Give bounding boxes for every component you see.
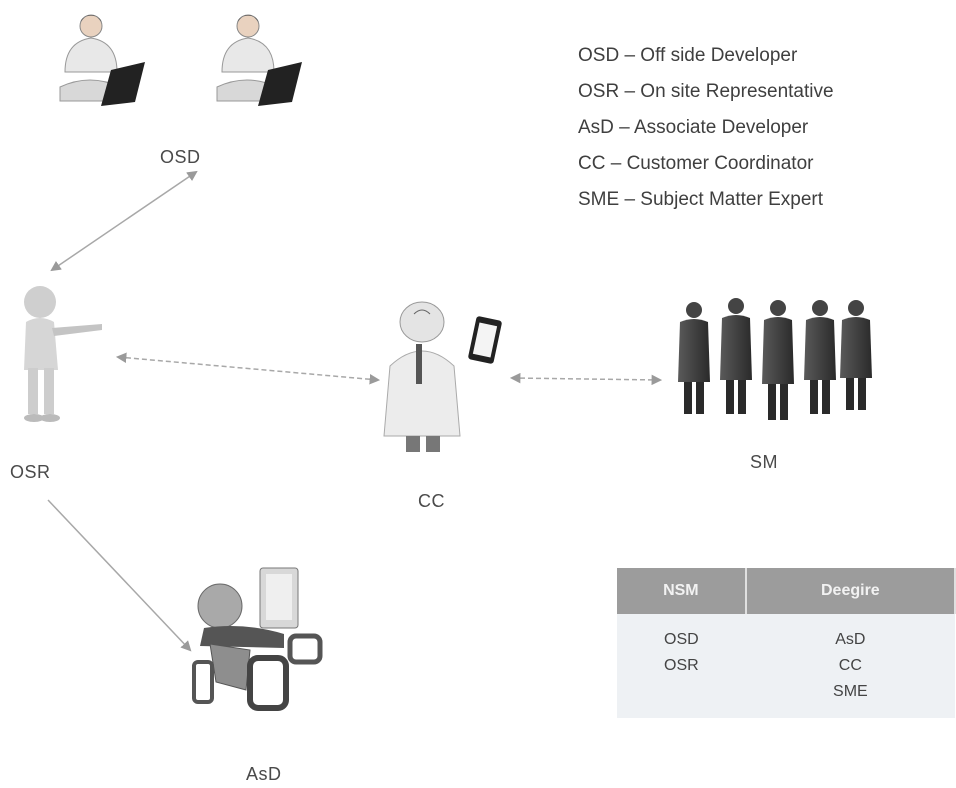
table-cell: OSR <box>617 653 746 679</box>
arrow-osr-osd <box>50 170 198 272</box>
coordinator-clipboard-icon <box>383 301 502 452</box>
legend-item: SME – Subject Matter Expert <box>578 189 823 210</box>
table-cell: OSD <box>617 614 746 653</box>
arrow-osr-asd <box>47 499 192 652</box>
table-header: Deegire <box>745 568 956 614</box>
node-label-sm: SM <box>750 452 778 472</box>
arrow-osr-cc <box>115 352 381 385</box>
table-header-row: NSM Deegire <box>617 568 956 614</box>
developer-laptop-icon <box>59 14 145 106</box>
abbreviation-legend: OSD – Off side Developer OSR – On site R… <box>578 38 956 218</box>
table-cell: AsD <box>745 614 955 653</box>
arrow-cc-sm <box>509 372 663 386</box>
legend-item: OSR – On site Representative <box>578 81 834 102</box>
role-table: NSM Deegire OSD AsD OSR CC SME <box>617 568 956 718</box>
table-header: NSM <box>617 568 747 614</box>
node-label-cc: CC <box>418 491 445 511</box>
node-label-osr: OSR <box>10 462 51 482</box>
table-row: OSD AsD <box>617 614 955 653</box>
associate-computer-icon <box>192 567 323 711</box>
table-cell <box>617 679 746 718</box>
representative-pointing-icon <box>24 286 102 422</box>
table-cell: SME <box>745 679 955 718</box>
developer-laptop-icon <box>216 14 302 106</box>
table-cell: CC <box>745 653 955 679</box>
legend-item: CC – Customer Coordinator <box>578 153 814 174</box>
table-row: SME <box>617 679 955 718</box>
subject-matter-group-icon <box>678 298 872 420</box>
legend-item: OSD – Off side Developer <box>578 45 798 66</box>
node-label-asd: AsD <box>246 764 282 784</box>
legend-item: AsD – Associate Developer <box>578 117 809 138</box>
table-row: OSR CC <box>617 653 955 679</box>
node-label-osd: OSD <box>160 147 201 167</box>
